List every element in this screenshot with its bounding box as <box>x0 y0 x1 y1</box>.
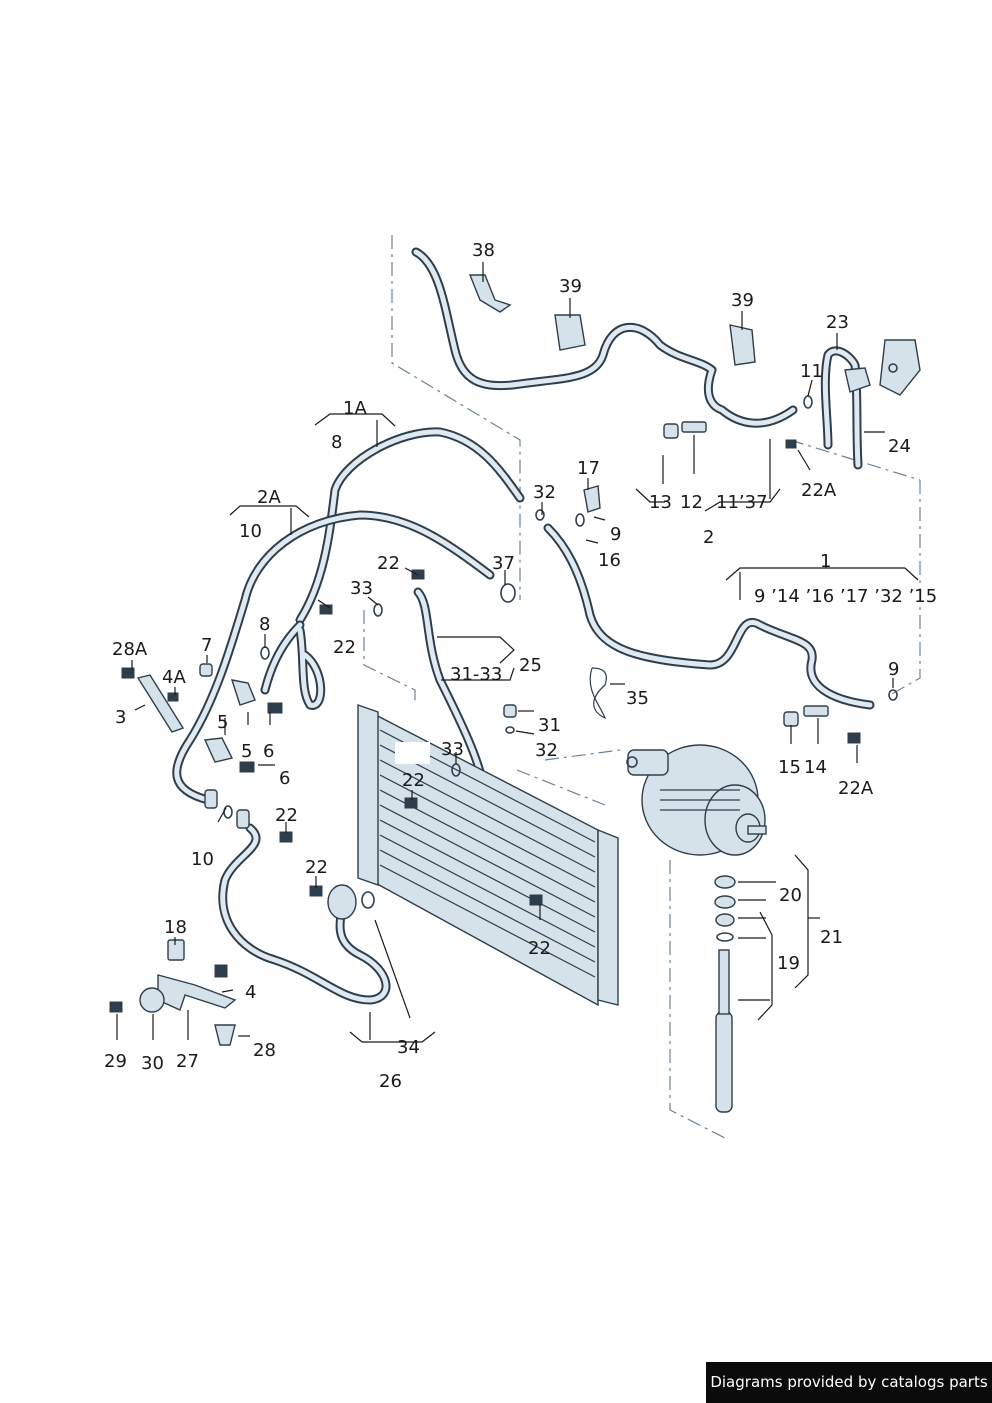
callout-2: 2 <box>703 527 714 548</box>
callout-19: 19 <box>777 953 800 974</box>
callout-3: 3 <box>115 707 126 728</box>
callout-37: 37 <box>492 553 515 574</box>
callout-35: 35 <box>626 688 649 709</box>
callout-28: 28 <box>253 1040 276 1061</box>
callout-7: 7 <box>201 635 212 656</box>
compressor <box>626 744 767 856</box>
callout-6: 6 <box>263 741 274 762</box>
callout-22: 22 <box>275 805 298 826</box>
callout-33: 33 <box>350 578 373 599</box>
callout-labels: 38 39 39 23 11 24 1A 8 17 32 9 16 13 12 … <box>104 240 937 1092</box>
callout-24: 24 <box>888 436 911 457</box>
callout-23: 23 <box>826 312 849 333</box>
callout-31: 31 <box>538 715 561 736</box>
callout-11-37: 11’37 <box>716 492 768 513</box>
callout-9: 9 <box>610 524 621 545</box>
callout-27: 27 <box>176 1051 199 1072</box>
receiver-drier <box>714 875 736 1113</box>
callout-22A: 22A <box>801 480 837 501</box>
condenser <box>357 704 619 1007</box>
callout-1: 1 <box>820 551 831 572</box>
footer-credit-badge: Diagrams provided by catalogs parts <box>706 1362 992 1403</box>
callout-32: 32 <box>533 482 556 503</box>
callout-22: 22 <box>333 637 356 658</box>
callout-21: 21 <box>820 927 843 948</box>
callout-38: 38 <box>472 240 495 261</box>
callout-1A: 1A <box>343 398 367 419</box>
callout-16: 16 <box>598 550 621 571</box>
callout-6: 6 <box>279 768 290 789</box>
callout-12: 12 <box>680 492 703 513</box>
callout-10: 10 <box>239 521 262 542</box>
callout-leader-lines <box>116 262 919 1043</box>
callout-9: 9 <box>888 659 899 680</box>
callout-34: 34 <box>397 1037 420 1058</box>
callout-11: 11 <box>800 361 823 382</box>
footer-credit-label: Diagrams provided by catalogs parts <box>710 1373 988 1391</box>
callout-22A: 22A <box>838 778 874 799</box>
callout-4: 4 <box>245 982 256 1003</box>
callout-20: 20 <box>779 885 802 906</box>
callout-8: 8 <box>331 432 342 453</box>
callout-10: 10 <box>191 849 214 870</box>
callout-18: 18 <box>164 917 187 938</box>
callout-14: 14 <box>804 757 827 778</box>
callout-31-33: 31-33 <box>450 664 502 685</box>
callout-22: 22 <box>528 938 551 959</box>
callout-8: 8 <box>259 614 270 635</box>
refrigerant-hoses <box>172 247 875 1005</box>
callout-29: 29 <box>104 1051 127 1072</box>
callout-28A: 28A <box>112 639 148 660</box>
callout-17: 17 <box>577 458 600 479</box>
callout-15: 15 <box>778 757 801 778</box>
callout-39: 39 <box>559 276 582 297</box>
callout-22: 22 <box>402 770 425 791</box>
fittings-and-fasteners <box>109 274 921 1046</box>
callout-13: 13 <box>649 492 672 513</box>
callout-22: 22 <box>305 857 328 878</box>
callout-5: 5 <box>217 712 228 733</box>
callout-32: 32 <box>535 740 558 761</box>
callout-26: 26 <box>379 1071 402 1092</box>
callout-5: 5 <box>241 741 252 762</box>
callout-22: 22 <box>377 553 400 574</box>
callout-4A: 4A <box>162 667 186 688</box>
callout-30: 30 <box>141 1053 164 1074</box>
callout-25: 25 <box>519 655 542 676</box>
callout-33: 33 <box>441 739 464 760</box>
callout-2A: 2A <box>257 487 281 508</box>
callout-9-14-16-17-32-15: 9 ’14 ’16 ’17 ’32 ’15 <box>754 586 937 607</box>
callout-39: 39 <box>731 290 754 311</box>
